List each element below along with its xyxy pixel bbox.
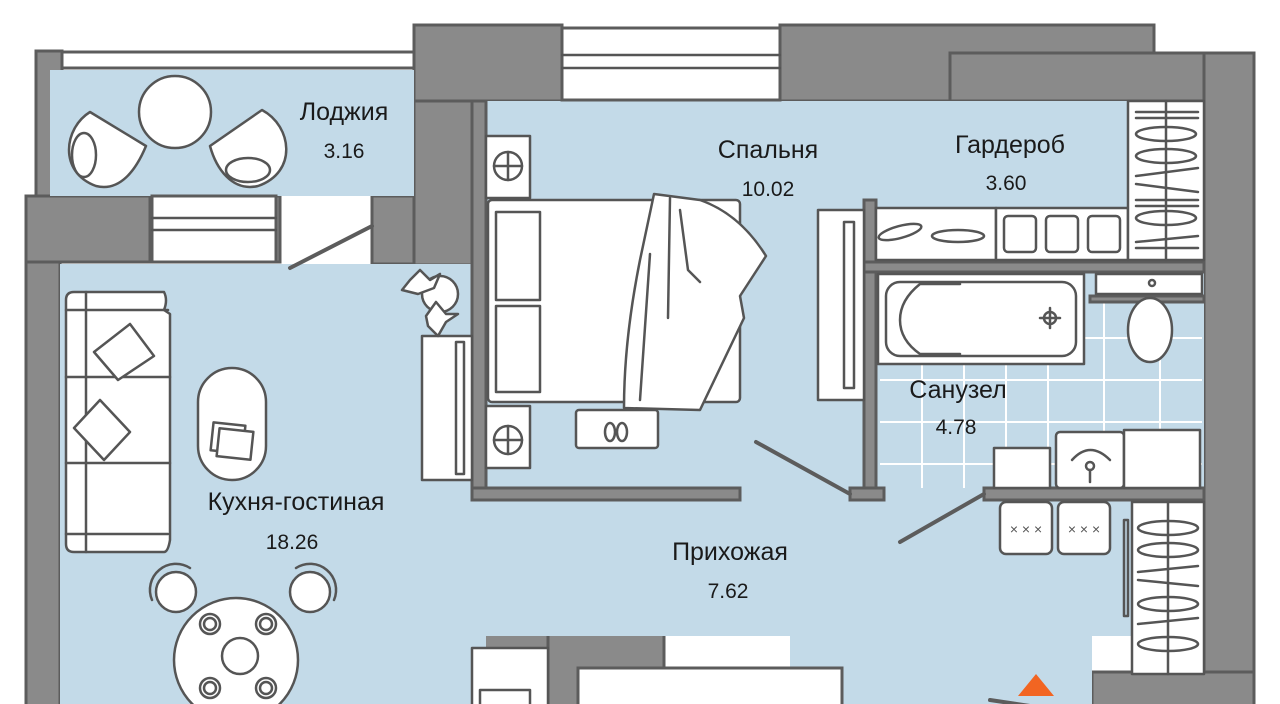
bathroom-fixtures — [876, 272, 1204, 490]
top-wall-left — [412, 23, 564, 103]
blanket — [622, 192, 768, 412]
right-outer-wall — [1202, 51, 1256, 704]
dining-set — [148, 562, 338, 704]
box-icon — [1002, 214, 1038, 254]
shoe-cabinet: × × × × × × — [998, 500, 1112, 556]
bedroom-door — [754, 440, 852, 496]
room-area-wardrobe: 3.60 — [986, 172, 1027, 195]
chair — [288, 570, 332, 614]
room-area-bedroom: 10.02 — [742, 178, 795, 201]
hallway-furniture: × × × × × × — [998, 500, 1206, 676]
hanger-icon — [877, 222, 923, 242]
living-window — [150, 194, 278, 264]
pillow-icon — [494, 210, 542, 302]
tv-icon — [454, 340, 466, 476]
tv-unit — [400, 268, 474, 482]
armchair-right — [208, 108, 288, 189]
bottom-wall-right — [1090, 670, 1256, 704]
loggia-door — [288, 224, 374, 270]
loggia-bottom-wall-left — [24, 194, 152, 264]
bed — [486, 192, 768, 412]
hanger-icon — [1136, 519, 1200, 537]
room-area-hallway: 7.62 — [708, 580, 749, 603]
room-name-loggia: Лоджия — [300, 98, 389, 126]
coffee-table — [196, 366, 268, 482]
wardrobe-furniture — [874, 99, 1206, 262]
chair — [154, 570, 198, 614]
windows — [60, 26, 844, 704]
washing-machine — [992, 446, 1052, 490]
slippers-icon — [603, 421, 617, 443]
nightstand-bottom — [484, 404, 532, 470]
bedroom-window — [560, 26, 782, 102]
room-name-bathroom: Санузел — [909, 376, 1006, 404]
room-labels: Лоджия 3.16 Спальня 10.02 Гардероб 3.60 … — [208, 98, 1065, 603]
entrance-door — [988, 698, 1031, 704]
hanger-icon — [1136, 635, 1200, 653]
kitchen-counter — [470, 646, 550, 704]
room-area-bathroom: 4.78 — [936, 416, 977, 439]
bedroom-bottom-wall — [470, 486, 742, 502]
room-area-kitchen-living: 18.26 — [266, 531, 319, 554]
sofa — [64, 290, 172, 554]
room-name-hallway: Прихожая — [672, 538, 788, 566]
hanger-icon — [1134, 209, 1198, 227]
svg-text:× × ×: × × × — [1010, 521, 1042, 537]
bedroom-left-wall — [470, 99, 488, 501]
room-name-wardrobe: Гардероб — [955, 131, 1065, 159]
rug-slippers — [574, 408, 660, 450]
bathroom-door — [898, 492, 986, 544]
stove-icon — [478, 688, 532, 704]
hanger-icon — [1136, 595, 1200, 613]
cushion-icon — [92, 322, 156, 382]
loggia-furniture — [67, 74, 288, 189]
left-outer-wall — [24, 194, 62, 704]
loggia-window — [60, 50, 416, 70]
round-table — [137, 74, 213, 150]
room-name-kitchen-living: Кухня-гостиная — [208, 488, 385, 516]
room-name-bedroom: Спальня — [718, 136, 818, 164]
hanger-icon — [930, 228, 986, 244]
bathroom-bottom-wall — [982, 486, 1206, 502]
cabinet — [1122, 428, 1202, 490]
toilet-icon — [1126, 296, 1174, 364]
svg-text:× × ×: × × × — [1068, 521, 1100, 537]
bathroom-left-wall — [862, 198, 878, 498]
armchair-left — [67, 110, 148, 189]
hanger-icon — [1134, 147, 1198, 165]
room-area-loggia: 3.16 — [324, 140, 365, 163]
box-icon — [1044, 214, 1080, 254]
hanger-icon — [1136, 541, 1200, 559]
bottom-window — [576, 666, 844, 704]
nightstand-top — [484, 134, 532, 200]
box-icon — [1086, 214, 1122, 254]
bathroom-door-jamb — [848, 486, 886, 502]
entrance-arrow-icon — [1018, 674, 1054, 696]
plant-icon — [400, 268, 460, 338]
hanger-icon — [1134, 125, 1198, 143]
wardrobe-bottom-wall — [862, 260, 1206, 274]
doors — [288, 224, 1031, 704]
cushion-icon — [72, 398, 132, 462]
pillow-icon — [494, 304, 542, 394]
bedroom-tv — [816, 208, 866, 402]
